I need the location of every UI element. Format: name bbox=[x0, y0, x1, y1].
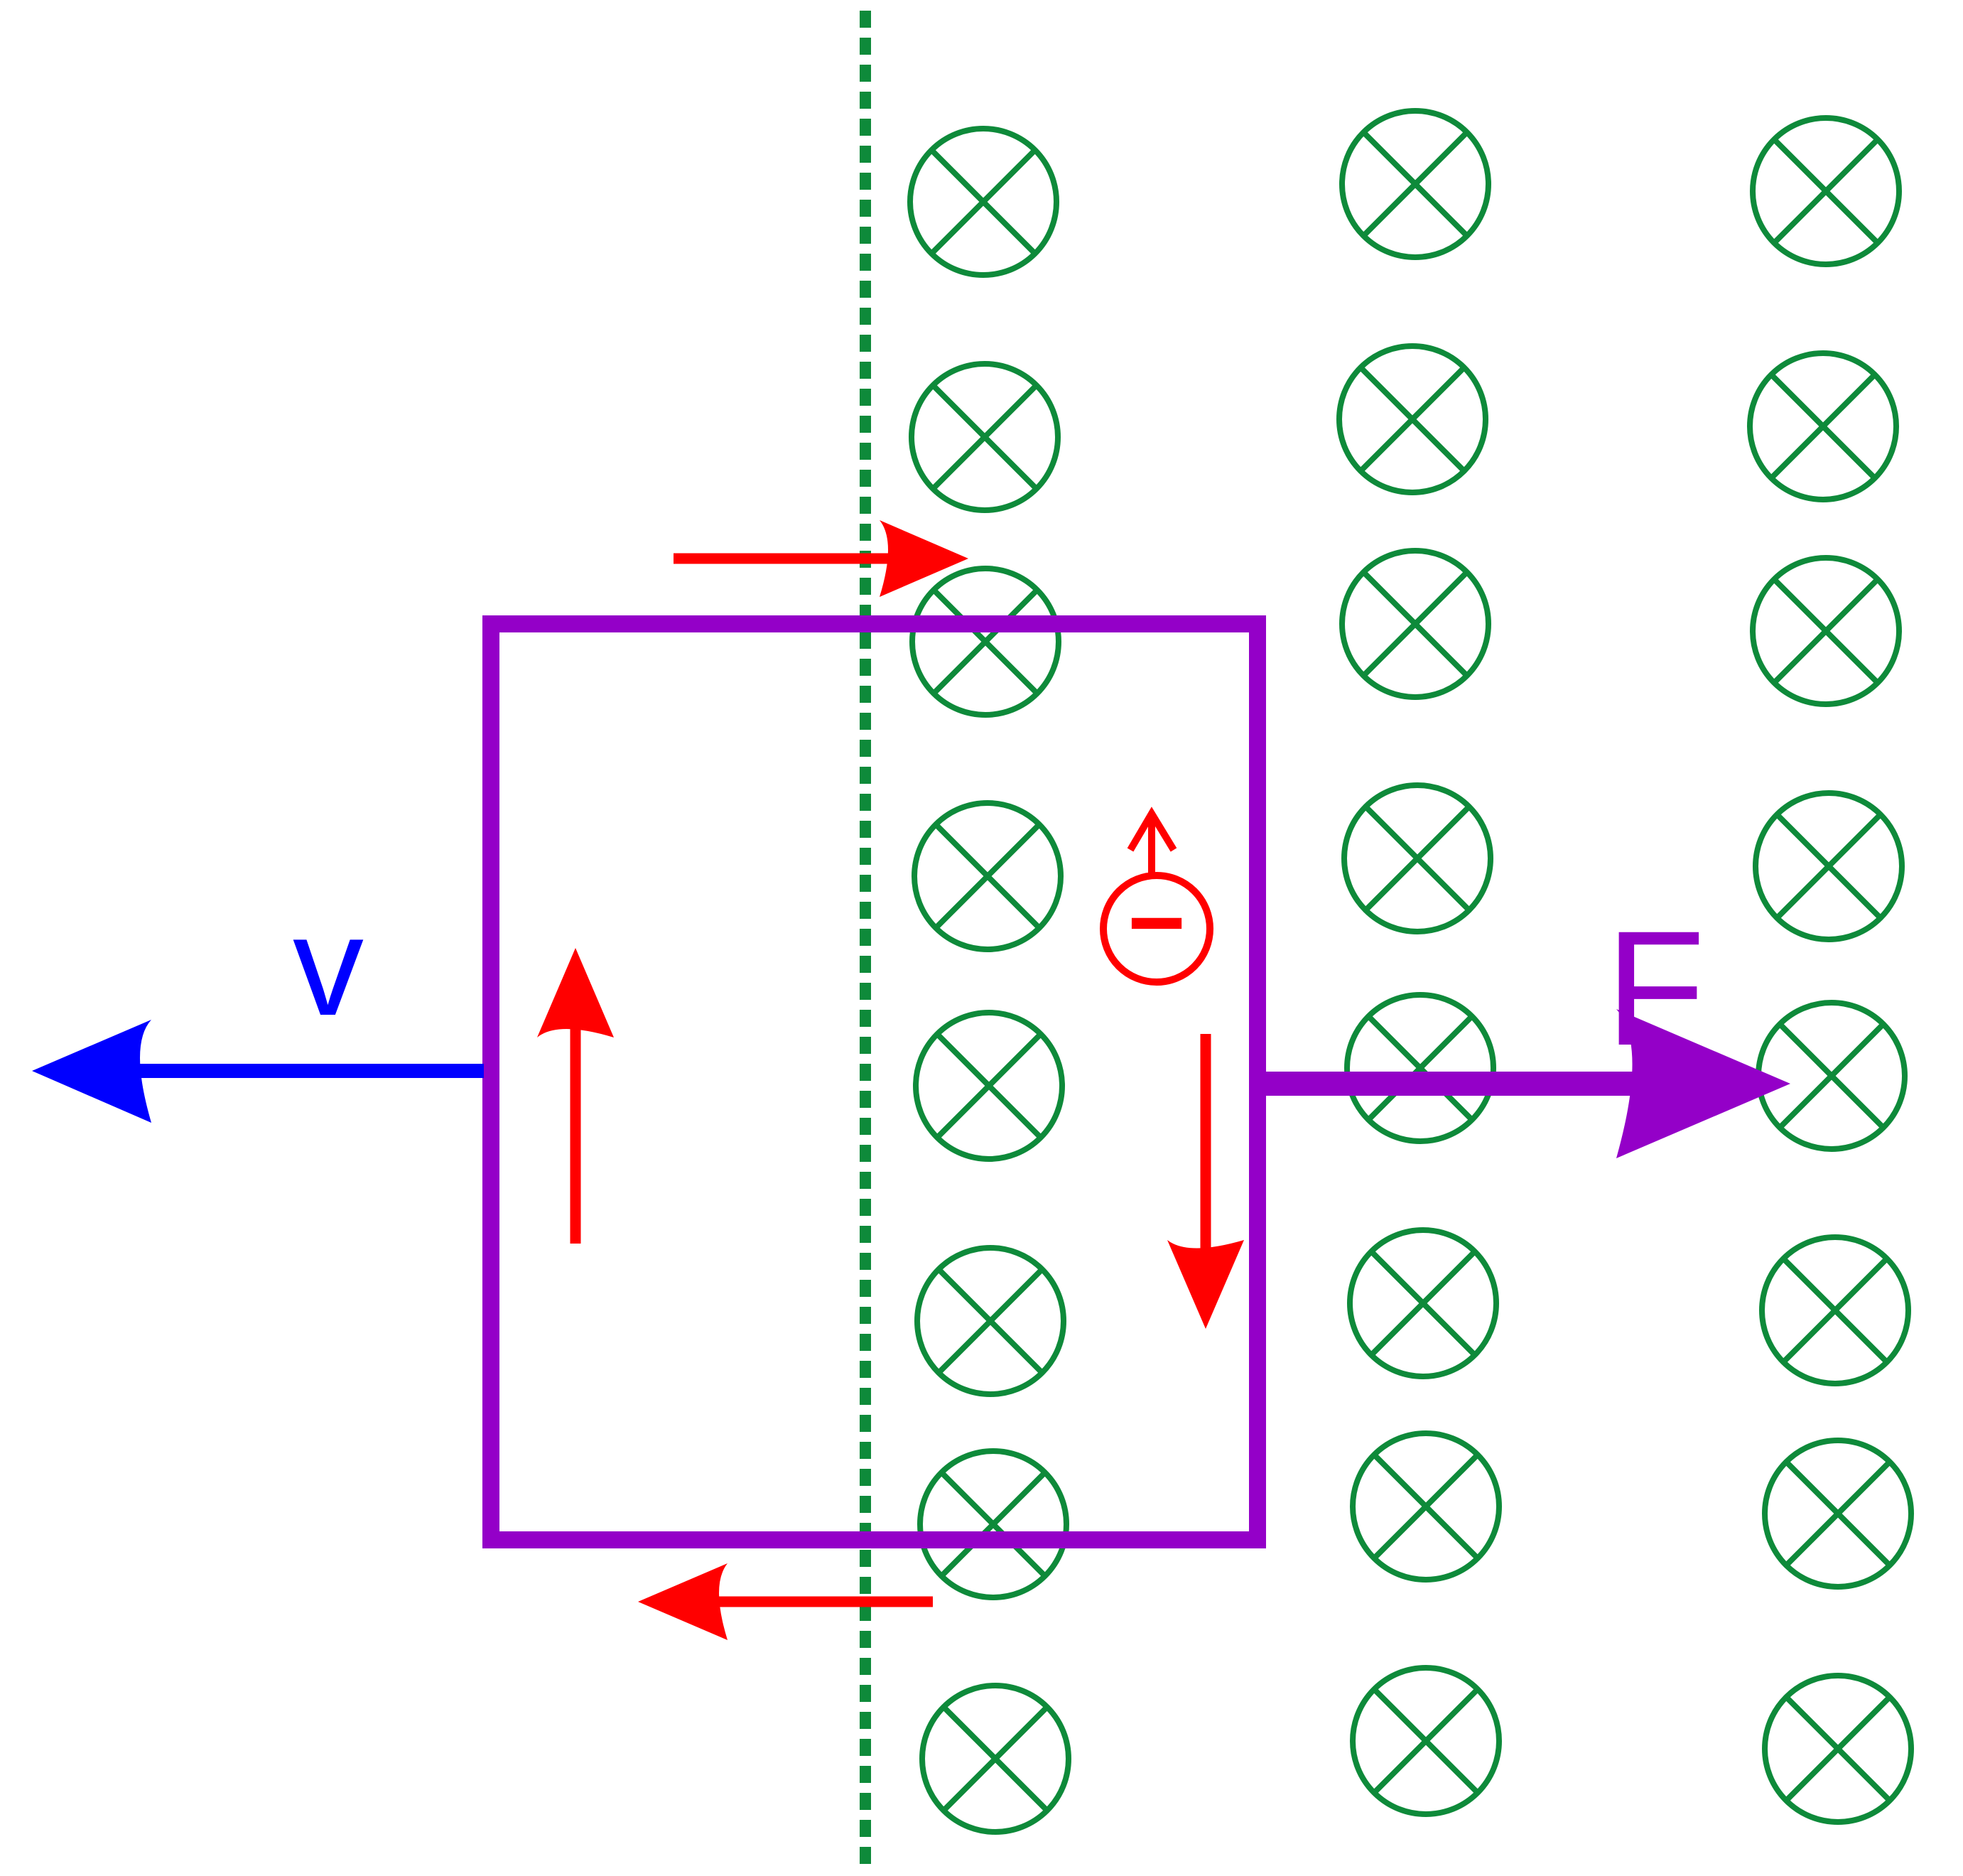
field-into-page-icon bbox=[1747, 350, 1899, 502]
current-arrow-right bbox=[1167, 1034, 1244, 1329]
field-into-page-icon bbox=[919, 1683, 1071, 1835]
field-into-page-icon bbox=[1759, 1234, 1911, 1386]
force-arrow bbox=[1265, 1009, 1790, 1158]
field-into-page-icon bbox=[913, 1010, 1065, 1162]
field-into-page-icon bbox=[912, 800, 1064, 952]
field-into-page-icon bbox=[1350, 1665, 1502, 1817]
current-arrowhead-left bbox=[537, 948, 614, 1037]
field-into-page-icon bbox=[1350, 1430, 1502, 1583]
current-arrow-top bbox=[674, 520, 968, 597]
field-into-page-icon bbox=[1341, 782, 1493, 934]
velocity-arrow bbox=[32, 1020, 484, 1123]
field-into-page-icon bbox=[917, 1448, 1069, 1600]
electron-force-arrowhead bbox=[1127, 807, 1177, 852]
field-into-page-icon bbox=[1762, 1673, 1914, 1825]
field-into-page-icon bbox=[909, 566, 1061, 718]
velocity-arrowhead bbox=[32, 1020, 151, 1123]
field-into-page-icon bbox=[1339, 548, 1491, 700]
current-arrowhead-bottom bbox=[638, 1563, 728, 1640]
field-into-page-icon bbox=[1344, 992, 1496, 1144]
field-into-page-icon bbox=[914, 1245, 1066, 1397]
magnetic-field-grid bbox=[907, 108, 1914, 1835]
field-into-page-icon bbox=[907, 126, 1059, 278]
charge-sign-label: − bbox=[1127, 866, 1186, 978]
conducting-loop bbox=[482, 615, 1266, 1548]
field-into-page-icon bbox=[1753, 790, 1905, 942]
force-arrowhead bbox=[1616, 1009, 1790, 1158]
current-arrow-bottom bbox=[638, 1563, 933, 1640]
field-into-page-icon bbox=[1347, 1227, 1499, 1379]
field-into-page-icon bbox=[1762, 1438, 1914, 1590]
electron-force-arrow bbox=[1127, 807, 1177, 874]
field-into-page-icon bbox=[1756, 1000, 1908, 1152]
field-into-page-icon bbox=[1750, 555, 1902, 707]
electron-icon: − bbox=[1100, 866, 1213, 986]
velocity-label: v bbox=[293, 887, 364, 1045]
field-into-page-icon bbox=[1750, 115, 1902, 267]
field-into-page-icon bbox=[909, 361, 1061, 513]
current-arrowhead-right bbox=[1167, 1240, 1244, 1329]
field-into-page-icon bbox=[1339, 108, 1491, 260]
current-arrow-left bbox=[537, 948, 614, 1244]
current-arrowhead-top bbox=[880, 520, 968, 597]
force-label: F bbox=[1606, 897, 1706, 1079]
field-into-page-icon bbox=[1336, 343, 1488, 495]
